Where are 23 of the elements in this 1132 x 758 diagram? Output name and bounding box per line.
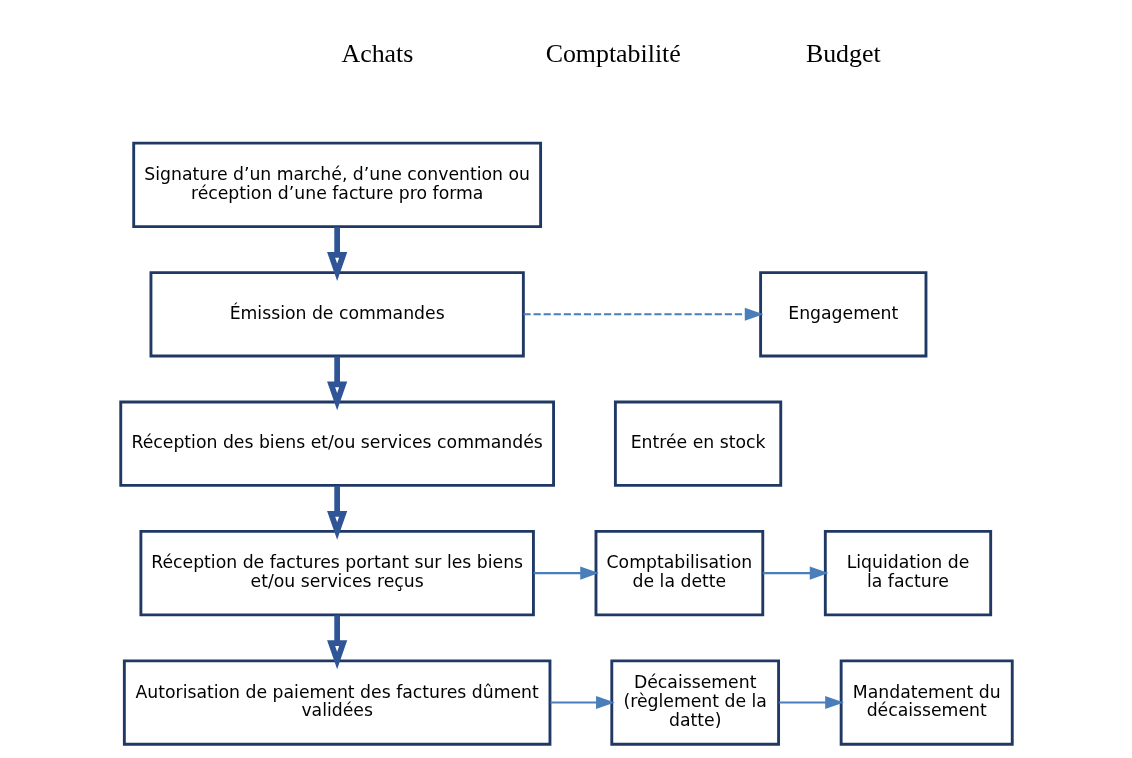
label: Budget [805, 38, 881, 68]
arrow [762, 566, 828, 580]
arrow [533, 566, 599, 580]
arrow [523, 307, 763, 321]
arrow [778, 695, 844, 710]
node-box: Décaissement (règlement de la datte) [609, 659, 780, 746]
node-box: Signature d’un marché, d’une convention ou réception d’une facture pro forma [131, 141, 542, 228]
arrow [326, 615, 347, 670]
node-box: Entrée en stock [613, 400, 782, 487]
node-box: Réception des biens et/ou services commandés [118, 400, 555, 487]
arrow [549, 695, 615, 710]
label: Comptabilité [545, 38, 681, 68]
arrow [326, 485, 347, 540]
node-box: Autorisation de paiement des factures dûment validées [122, 659, 551, 746]
node-box: Réception de factures portant sur les biens et/ou services reçus [138, 529, 535, 617]
node-box: Comptabilisation de la dette [594, 529, 764, 617]
arrow [326, 356, 347, 411]
arrow [326, 227, 347, 281]
label: Achats [340, 38, 413, 68]
node-box: Mandatement du décaissement [839, 659, 1014, 746]
node-box: Engagement [758, 271, 927, 358]
node-box: Liquidation de la facture [823, 529, 992, 617]
node-box: Émission de commandes [149, 271, 525, 358]
